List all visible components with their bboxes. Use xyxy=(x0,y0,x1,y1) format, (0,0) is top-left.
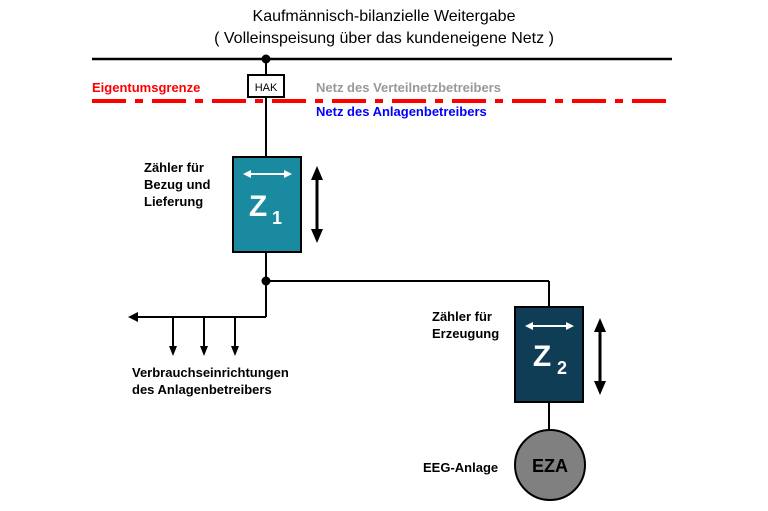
meter-2-symbol: Z xyxy=(533,340,551,373)
meter-2-label-line-1: Zähler für xyxy=(432,309,492,324)
upper-net-label: Netz des Verteilnetzbetreibers xyxy=(316,80,501,95)
consumers-label-line-1: Verbrauchseinrichtungen xyxy=(132,365,289,380)
meter-1-label-line-3: Lieferung xyxy=(144,194,203,209)
consumer-drop-2-arrow-icon xyxy=(200,346,208,356)
meter-1-label-line-2: Bezug und xyxy=(144,177,210,192)
meter-2-box xyxy=(514,306,584,403)
consumer-drop-1-arrow-icon xyxy=(169,346,177,356)
meter-1-label: Zähler für Bezug und Lieferung xyxy=(144,160,214,209)
generator-label: EEG-Anlage xyxy=(423,460,498,475)
meter-2-arrow-right-head xyxy=(566,322,574,330)
consumers-label-line-2: des Anlagenbetreibers xyxy=(132,382,272,397)
meter-2-flow-arrow-up-head xyxy=(594,318,606,332)
ownership-boundary-label: Eigentumsgrenze xyxy=(92,80,200,95)
generator-symbol: EZA xyxy=(532,456,568,476)
meter-1-arrow-right-head xyxy=(284,170,292,178)
generator-circle xyxy=(514,429,586,501)
meter-2-label: Zähler für Erzeugung xyxy=(432,309,499,341)
title-line-2: ( Volleinspeisung über das kundeneigene … xyxy=(214,30,554,47)
meter-1-symbol: Z xyxy=(249,190,267,223)
meter-1-flow-arrow-up-head xyxy=(311,166,323,180)
meter-1-arrow-left-head xyxy=(243,170,251,178)
consumer-drop-3-arrow-icon xyxy=(231,346,239,356)
meter-2-flow-arrow-down-head xyxy=(594,381,606,395)
consumers-label: Verbrauchseinrichtungen des Anlagenbetre… xyxy=(132,365,292,397)
meter-1-flow-arrow-down-head xyxy=(311,229,323,243)
lower-net-label: Netz des Anlagenbetreibers xyxy=(316,104,487,119)
hak-label: HAK xyxy=(255,82,278,94)
meter-1-label-line-1: Zähler für xyxy=(144,160,204,175)
meter-2-label-line-2: Erzeugung xyxy=(432,326,499,341)
meter-2-arrow-left-head xyxy=(525,322,533,330)
consumer-bus-arrow-head-icon xyxy=(128,312,138,322)
meter-2-index: 2 xyxy=(557,358,567,378)
title-line-1: Kaufmännisch-bilanzielle Weitergabe xyxy=(253,8,516,25)
meter-1-index: 1 xyxy=(272,208,282,228)
